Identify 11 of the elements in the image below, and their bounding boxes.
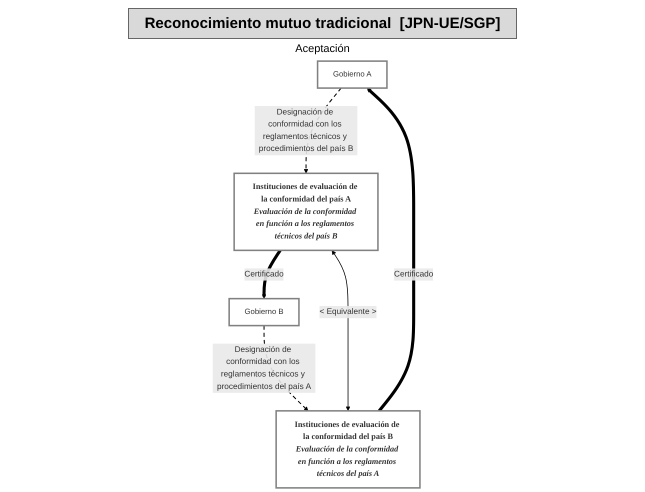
arrow xyxy=(366,88,415,412)
edge-label: Certificado xyxy=(244,270,284,279)
node-box: Instituciones de evaluación de la conformidad del país B Evaluación de la conformidad en función a los reglamentos técnicos del país A xyxy=(274,410,420,489)
note-label: Aceptación xyxy=(295,43,350,55)
edge-label: Certificado xyxy=(394,270,433,279)
edge-label: Designación de conformidad con los reglamentos técnicos y procedimientos del país A xyxy=(216,345,311,391)
arrow xyxy=(331,250,350,412)
title: Reconocimiento mutuo tradicional [JPN-UE/SGP] xyxy=(128,8,518,39)
edge-label: < Equivalente > xyxy=(318,307,376,316)
node-box: Instituciones de evaluación de la conformidad del país A Evaluación de la conformidad en función a los reglamentos técnicos del país B xyxy=(232,172,378,252)
edge-label: Designación de conformidad con los reglamentos técnicos y procedimientos del país B xyxy=(258,108,353,154)
